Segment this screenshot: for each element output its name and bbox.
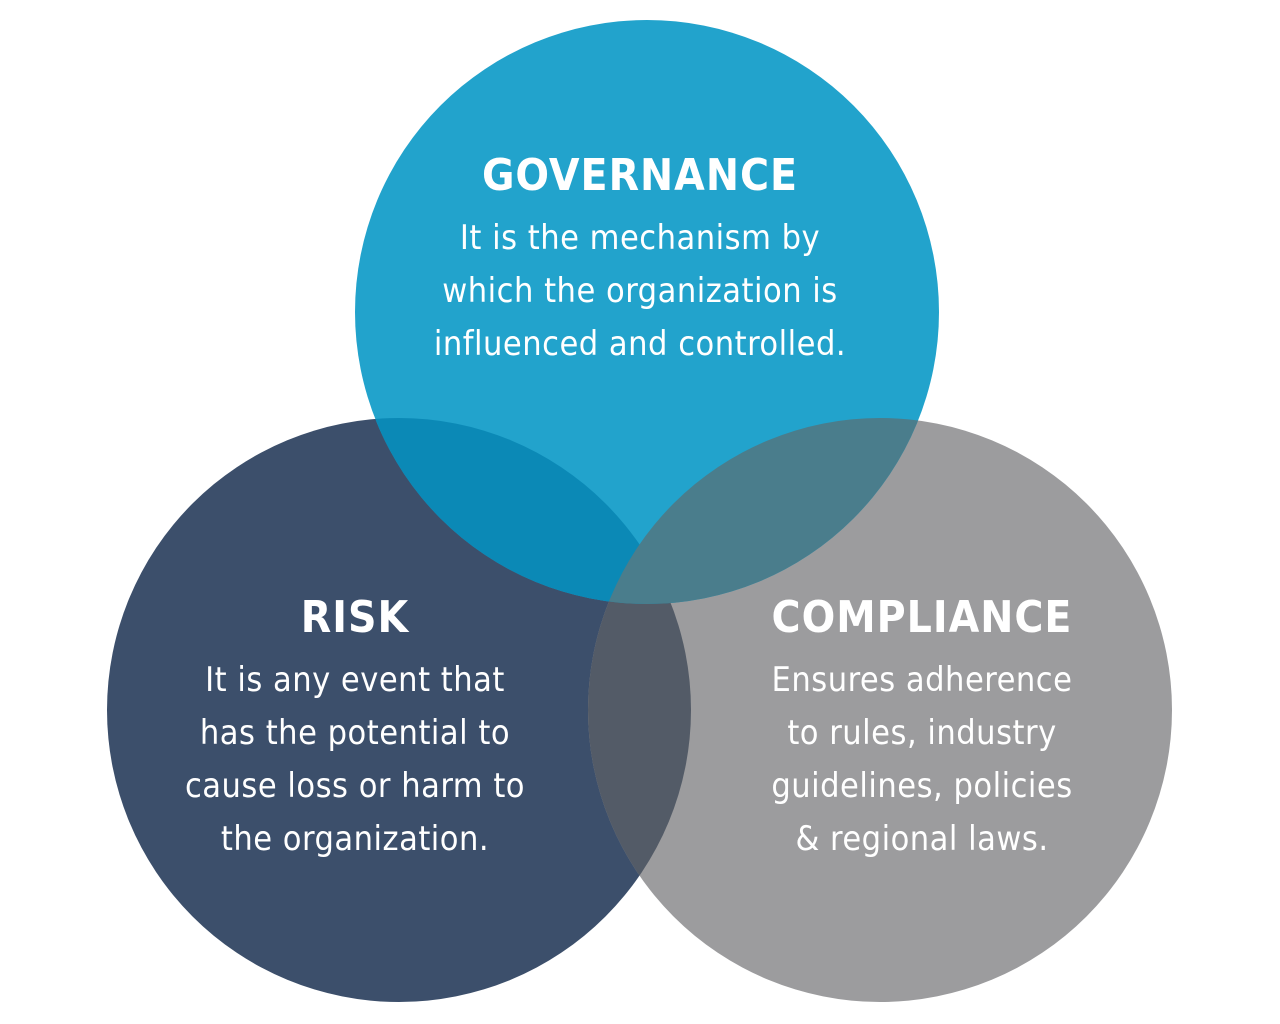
compliance-desc-line: guidelines, policies — [771, 766, 1073, 806]
governance-label: GOVERNANCE It is the mechanism by which … — [380, 150, 900, 371]
governance-desc-line: which the organization is — [442, 271, 838, 311]
compliance-description: Ensures adherence to rules, industry gui… — [662, 654, 1182, 866]
governance-title: GOVERNANCE — [481, 150, 799, 201]
risk-desc-line: It is any event that — [205, 660, 505, 700]
risk-desc-line: the organization. — [220, 819, 490, 859]
overlap-governance-compliance — [588, 418, 939, 604]
compliance-desc-line: to rules, industry — [787, 713, 1057, 753]
governance-desc-line: influenced and controlled. — [433, 324, 847, 364]
risk-title: RISK — [300, 592, 410, 643]
compliance-desc-line: Ensures adherence — [771, 660, 1073, 700]
compliance-title: COMPLIANCE — [771, 592, 1073, 643]
risk-description: It is any event that has the potential t… — [100, 654, 610, 866]
compliance-label: COMPLIANCE Ensures adherence to rules, i… — [662, 592, 1182, 866]
risk-label: RISK It is any event that has the potent… — [100, 592, 610, 866]
compliance-desc-line: & regional laws. — [795, 819, 1049, 859]
governance-desc-line: It is the mechanism by — [459, 218, 821, 258]
risk-desc-line: has the potential to — [199, 713, 511, 753]
governance-description: It is the mechanism by which the organiz… — [380, 212, 900, 371]
risk-desc-line: cause loss or harm to — [184, 766, 526, 806]
overlap-governance-risk — [355, 418, 691, 604]
